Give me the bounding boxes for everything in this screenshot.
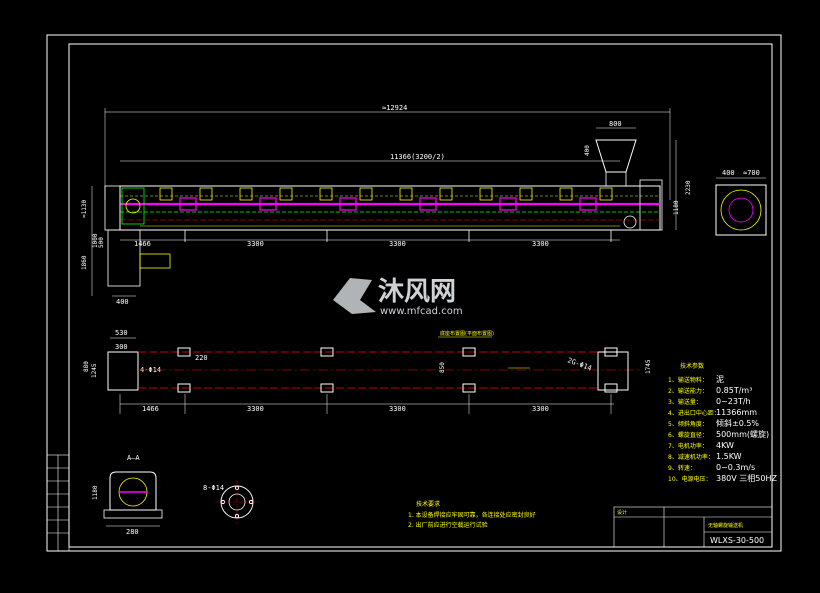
dim-plan-side: 1245 — [91, 363, 98, 378]
dim-inlet-height: 400 — [584, 145, 591, 156]
spec-label: 7、电机功率： — [668, 442, 708, 450]
spec-list: 技术参数 1、输送物料： 泥 2、输送能力： 0.85T/m³ 3、输送量： 0~23T/… — [668, 362, 777, 483]
outer-border — [46, 34, 782, 552]
watermark: 沐风网 www.mfcad.com — [333, 277, 463, 317]
notes-line-1: 1. 本设备焊接应牢固可靠，各连接处应密封良好 — [408, 511, 536, 519]
dim-inlet-width: 800 — [609, 120, 622, 128]
spec-label: 6、螺旋直径： — [668, 431, 708, 439]
slot-label: 220 — [195, 354, 208, 362]
watermark-url: www.mfcad.com — [380, 306, 463, 317]
plan-view: 底座布置图(平面布置图) 530 300 880 1245 4-Φ14 220 … — [83, 329, 652, 414]
dim-left-bottom: 400 — [116, 298, 129, 306]
dim-plan-h: 880 — [83, 361, 90, 372]
plan-title: 底座布置图(平面布置图) — [440, 330, 494, 337]
dim-left-h4: 1860 — [81, 255, 88, 270]
end-view: 400 ≈700 — [715, 169, 767, 236]
dim-bspan-4: 3300 — [532, 405, 549, 413]
spec-label: 8、减速机功率： — [668, 453, 714, 461]
titleblock-name: 无轴螺旋输送机 — [708, 522, 743, 529]
section-a-label: A—A — [127, 454, 140, 462]
dim-plan-h2: 1745 — [645, 359, 652, 374]
spec-label: 4、进出口中心距： — [668, 409, 720, 417]
spec-value: 0~0.3m/s — [716, 463, 755, 472]
dim-bspan-2: 3300 — [247, 405, 264, 413]
dim-span-2: 3300 — [247, 240, 264, 248]
notes-title: 技术要求 — [416, 500, 440, 508]
dim-height-right2: 1180 — [673, 200, 680, 215]
dim-plan-w1: 530 — [115, 329, 128, 337]
dim-left-h3: 500 — [98, 237, 105, 248]
spec-label: 2、输送能力： — [668, 387, 708, 395]
dim-span-4: 3300 — [532, 240, 549, 248]
spec-value: 泥 — [716, 375, 724, 384]
spec-label: 9、转速： — [668, 464, 696, 472]
logo-icon — [333, 278, 376, 314]
dim-height-right: 2230 — [685, 180, 692, 195]
notes-block: 技术要求 1. 本设备焊接应牢固可靠，各连接处应密封良好 2. 出厂前应进行空载… — [408, 500, 536, 529]
dim-span-1: 1466 — [134, 240, 151, 248]
inner-border — [68, 43, 773, 548]
spec-value: 380V 三相50HZ — [716, 473, 777, 483]
dim-overall: ≈12924 — [382, 104, 407, 112]
dim-section-h: 1180 — [92, 485, 99, 500]
dim-end-w1: 400 — [722, 169, 735, 177]
revision-strip — [46, 454, 70, 552]
spec-value: 11366mm — [716, 408, 757, 417]
spec-value: 500mm(螺旋) — [716, 429, 769, 439]
dim-bspan-1: 1466 — [142, 405, 159, 413]
spec-label: 10、电源电压： — [668, 475, 712, 483]
title-block — [613, 506, 773, 548]
dim-plan-mid: 850 — [439, 362, 446, 373]
dim-plan-w2: 300 — [115, 343, 128, 351]
dim-left-height: ≈1130 — [81, 200, 88, 218]
hole-label-left: 4-Φ14 — [140, 366, 161, 374]
dim-span-3: 3300 — [389, 240, 406, 248]
spec-label: 1、输送物料： — [668, 376, 708, 384]
dim-screw-length: 11366(3200/2) — [390, 153, 445, 161]
spec-label: 3、输送量： — [668, 398, 702, 406]
elevation-view: ≈12924 11366(3200/2) 800 400 — [81, 104, 692, 306]
notes-line-2: 2. 出厂前应进行空载运行试验 — [408, 521, 488, 529]
flange-hole-label: 8-Φ14 — [203, 484, 224, 492]
flange-detail: 8-Φ14 — [203, 480, 259, 524]
spec-value: 4KW — [716, 441, 734, 450]
spec-label: 5、倾斜角度： — [668, 420, 708, 428]
watermark-brand: 沐风网 — [378, 277, 456, 307]
dim-section-w: 280 — [126, 528, 139, 536]
titleblock-drawing-no: WLXS-30-500 — [710, 536, 764, 545]
titleblock-header: 设计 — [617, 509, 627, 516]
spec-value: 0~23T/h — [716, 397, 751, 406]
dim-left-h2: 1000 — [92, 233, 99, 248]
spec-value: 倾斜±0.5% — [716, 418, 759, 428]
spec-title: 技术参数 — [680, 362, 704, 370]
dim-bspan-3: 3300 — [389, 405, 406, 413]
section-view: A—A 280 1180 — [92, 454, 163, 536]
dim-end-w2: ≈700 — [743, 169, 760, 177]
spec-value: 0.85T/m³ — [716, 386, 752, 395]
spec-value: 1.5KW — [716, 452, 742, 461]
